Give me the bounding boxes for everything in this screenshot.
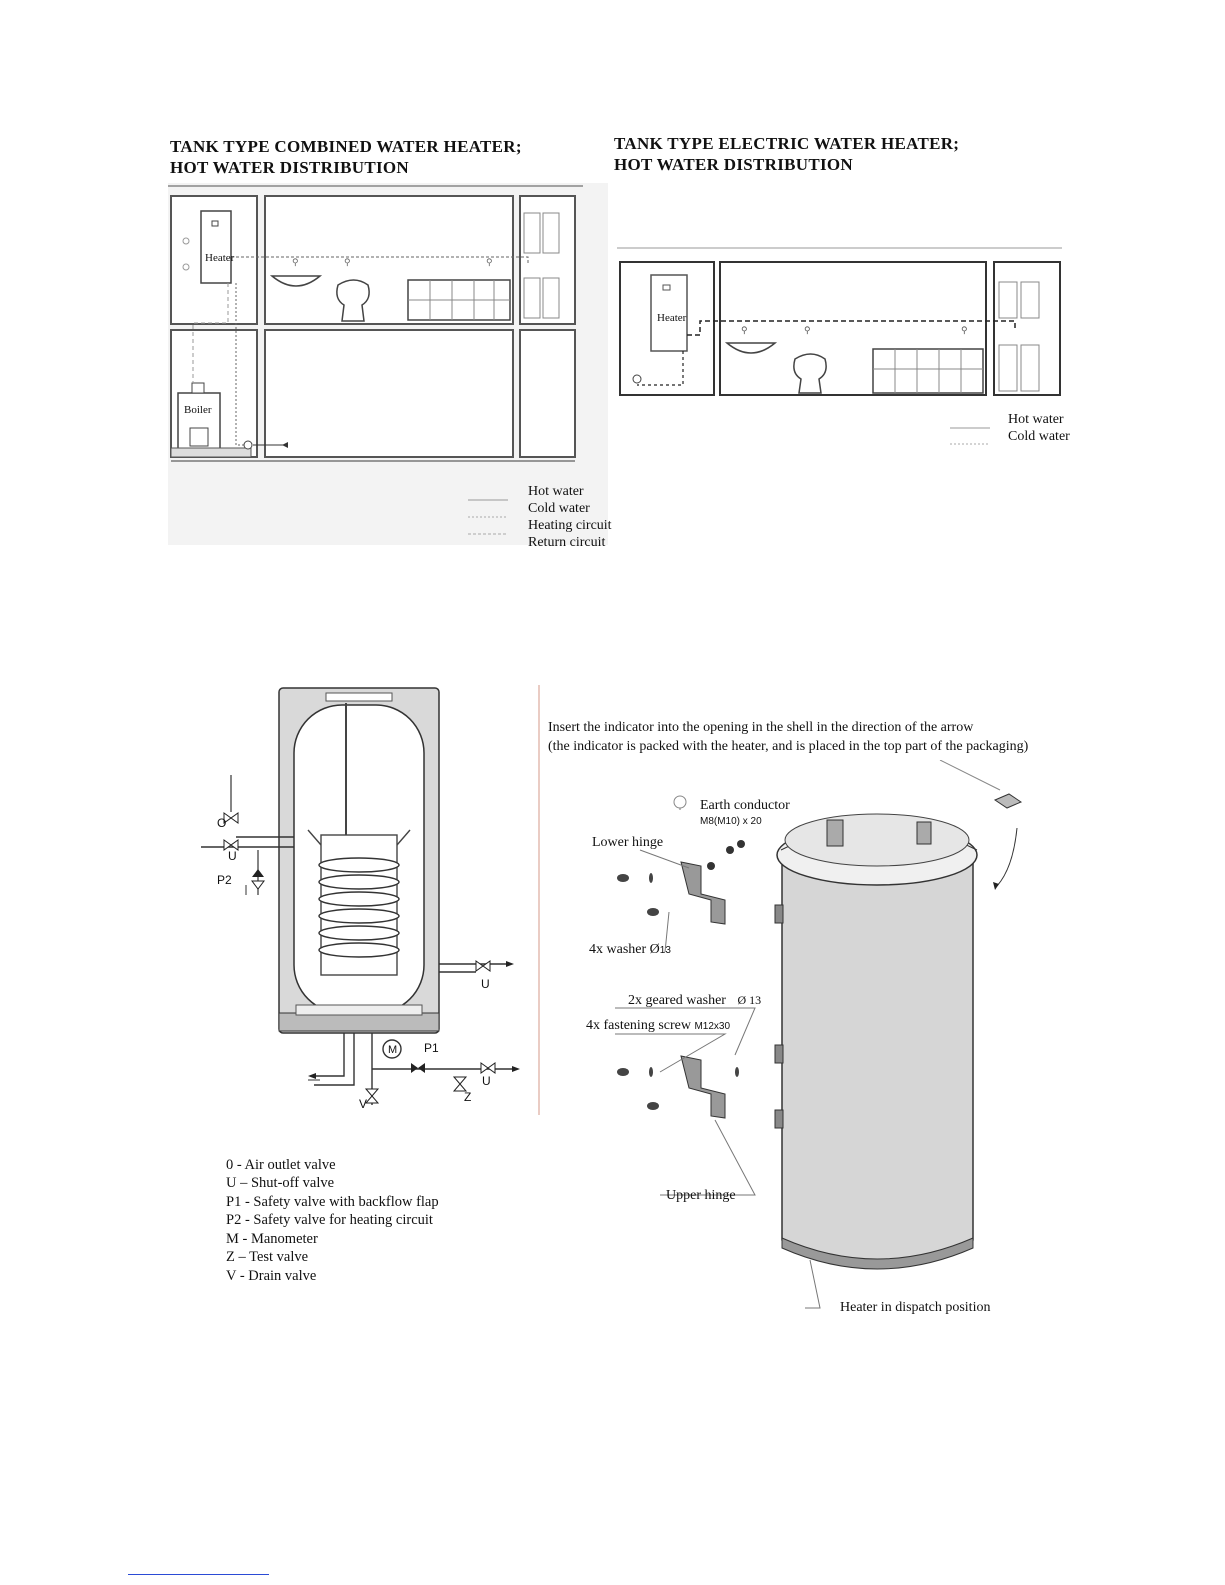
earth-conductor-label: Earth conductor bbox=[700, 798, 790, 813]
valve-label-z: Z bbox=[464, 1090, 472, 1104]
key-air-outlet: 0 - Air outlet valve bbox=[226, 1157, 336, 1173]
svg-text:⚲: ⚲ bbox=[804, 325, 811, 335]
washer-label: 4x washer Ø13 bbox=[589, 942, 671, 959]
fastening-screw-text: 4x fastening screw bbox=[586, 1018, 691, 1033]
valve-label-p2: P2 bbox=[217, 873, 232, 887]
lower-hinge-label: Lower hinge bbox=[592, 835, 664, 850]
boiler-label: Boiler bbox=[184, 404, 212, 416]
earth-conductor-spec: M8(M10) x 20 bbox=[700, 816, 762, 827]
valve-label-u2: U bbox=[481, 977, 490, 991]
svg-text:⚲: ⚲ bbox=[486, 257, 493, 267]
instruction-line1: Insert the indicator into the opening in… bbox=[548, 720, 974, 735]
legend-cold-water-2: Cold water bbox=[1008, 429, 1070, 444]
valve-label-u1: U bbox=[228, 849, 237, 863]
electric-legend-swatches bbox=[950, 427, 990, 445]
combined-title-line2: HOT WATER DISTRIBUTION bbox=[170, 158, 410, 177]
washer-label-size: 13 bbox=[659, 945, 671, 956]
dispatch-label: Heater in dispatch position bbox=[840, 1300, 991, 1315]
svg-text:⚲: ⚲ bbox=[961, 325, 968, 335]
footnote-separator bbox=[128, 1574, 269, 1575]
key-test-valve: Z – Test valve bbox=[226, 1249, 309, 1265]
electric-heater-diagram: ⚲ ⚲ ⚲ bbox=[617, 247, 1062, 396]
key-shut-off: U – Shut-off valve bbox=[226, 1175, 335, 1191]
legend-hot-water: Hot water bbox=[528, 484, 584, 499]
valve-label-p1: P1 bbox=[424, 1041, 439, 1055]
legend-hot-water-2: Hot water bbox=[1008, 412, 1064, 427]
geared-washer-label: 2x geared washer Ø 13 bbox=[628, 992, 761, 1009]
key-safety-heating: P2 - Safety valve for heating circuit bbox=[226, 1212, 433, 1228]
electric-title-line1: TANK TYPE ELECTRIC WATER HEATER; bbox=[614, 134, 960, 153]
legend-return-circuit: Return circuit bbox=[528, 535, 606, 550]
key-safety-backflow: P1 - Safety valve with backflow flap bbox=[226, 1194, 439, 1210]
installation-schematic bbox=[201, 685, 540, 1115]
combined-heater-label: Heater bbox=[205, 252, 235, 264]
instruction-line2: (the indicator is packed with the heater… bbox=[548, 739, 1029, 754]
valve-label-u3: U bbox=[482, 1074, 491, 1088]
combined-title-line1: TANK TYPE COMBINED WATER HEATER; bbox=[170, 137, 522, 156]
svg-text:⚲: ⚲ bbox=[344, 257, 351, 267]
svg-text:⚲: ⚲ bbox=[292, 257, 299, 267]
combined-heater-diagram: ⚲ ⚲ ⚲ bbox=[168, 183, 608, 545]
svg-text:⚲: ⚲ bbox=[741, 325, 748, 335]
legend-heating-circuit: Heating circuit bbox=[528, 518, 612, 533]
valve-label-o: O bbox=[217, 816, 227, 830]
key-drain-valve: V - Drain valve bbox=[226, 1268, 317, 1284]
valve-label-v: V bbox=[359, 1097, 368, 1111]
valve-label-m: M bbox=[388, 1044, 398, 1056]
legend-cold-water: Cold water bbox=[528, 501, 590, 516]
washer-label-text: 4x washer Ø bbox=[589, 942, 660, 957]
assembly-drawing bbox=[615, 760, 1023, 1309]
fastening-screw-spec: M12x30 bbox=[694, 1021, 731, 1032]
key-manometer: M - Manometer bbox=[226, 1231, 318, 1247]
electric-heater-label: Heater bbox=[657, 312, 687, 324]
upper-hinge-label: Upper hinge bbox=[666, 1188, 736, 1203]
fastening-screw-label: 4x fastening screw M12x30 bbox=[586, 1018, 730, 1035]
electric-title-line2: HOT WATER DISTRIBUTION bbox=[614, 155, 854, 174]
geared-washer-size: Ø 13 bbox=[737, 993, 762, 1007]
geared-washer-text: 2x geared washer bbox=[628, 993, 726, 1008]
